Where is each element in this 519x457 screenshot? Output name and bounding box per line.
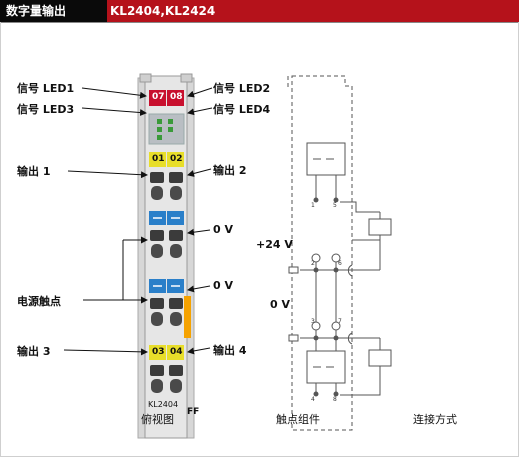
svg-text:7: 7 <box>338 318 342 325</box>
svg-text:6: 6 <box>338 260 342 267</box>
label-signal-led4: 信号 LED4 <box>213 103 271 116</box>
clamp-2b <box>170 244 182 258</box>
slot-2a <box>150 230 164 241</box>
terminal-6 <box>331 253 341 263</box>
terminal-module <box>137 73 195 439</box>
status-led-4 <box>168 127 173 132</box>
leader-lines <box>63 87 213 356</box>
out-label-03 <box>149 345 166 360</box>
left-border <box>0 22 1 457</box>
label-output-3: 输出 3 <box>17 345 51 358</box>
slot-2b <box>169 230 183 241</box>
terminal-3 <box>311 321 321 331</box>
power-contact-top <box>288 266 299 274</box>
clamp-1b <box>170 186 182 200</box>
load-bottom <box>368 349 392 367</box>
status-led-5 <box>157 135 162 140</box>
label-zero-v-b: 0 V <box>213 279 233 292</box>
label-output-2: 输出 2 <box>213 164 247 177</box>
svg-text:8: 8 <box>333 396 337 403</box>
out-label-04 <box>167 345 184 360</box>
caption-connection: 连接方式 <box>413 413 457 426</box>
leader-led2 <box>187 87 213 98</box>
led-8 <box>167 90 184 106</box>
caption-front-view: 俯视图 <box>141 413 174 426</box>
status-window <box>148 113 185 145</box>
label-zero-v-a: 0 V <box>213 223 233 236</box>
svg-text:5: 5 <box>333 202 337 209</box>
slot-3a <box>150 298 164 309</box>
leader-led3 <box>81 107 147 117</box>
clamp-4a <box>151 379 163 393</box>
out-label-01 <box>149 152 166 167</box>
slot-3b <box>169 298 183 309</box>
terminal-numbers: 1 5 2 6 3 7 4 8 <box>311 202 342 403</box>
leader-out3 <box>63 348 148 356</box>
clamp-3a <box>151 312 163 326</box>
status-led-3 <box>157 127 162 132</box>
out-label-02 <box>167 152 184 167</box>
label-signal-led1: 信号 LED1 <box>17 82 75 95</box>
orange-power-tab <box>184 296 191 338</box>
label-output-4: 输出 4 <box>213 344 247 357</box>
slot-4a <box>150 365 164 376</box>
label-zero-v-c: 0 V <box>270 298 290 311</box>
leader-out2 <box>187 168 212 177</box>
slot-4b <box>169 365 183 376</box>
label-output-1: 输出 1 <box>17 165 51 178</box>
led-label-08: 08 <box>170 92 183 102</box>
label-power-contacts: 电源触点 <box>17 295 61 308</box>
label-signal-led2: 信号 LED2 <box>213 82 271 95</box>
leader-led4 <box>187 107 213 116</box>
contact-assembly <box>287 75 392 431</box>
header-title-left: 数字量输出 <box>0 0 107 22</box>
module-notch-right <box>180 73 193 83</box>
status-led-1 <box>157 119 162 124</box>
slot-1a <box>150 172 164 183</box>
header-title-right: KL2404,KL2424 <box>107 0 519 22</box>
out-label-text-03: 03 <box>152 347 165 357</box>
label-signal-led3: 信号 LED3 <box>17 103 75 116</box>
leader-out1 <box>67 170 148 179</box>
module-notch-left <box>139 73 152 83</box>
clamp-3b <box>170 312 182 326</box>
svg-text:4: 4 <box>311 396 315 403</box>
leader-0v-a <box>187 228 211 236</box>
power-contact-bottom <box>288 334 299 342</box>
out-label-text-04: 04 <box>170 347 183 357</box>
led-label-07: 07 <box>152 92 165 102</box>
svg-text:3: 3 <box>311 318 315 325</box>
header-divider <box>0 22 519 23</box>
leader-out4 <box>187 347 211 355</box>
assembly-outline <box>291 75 353 431</box>
clamp-2a <box>151 244 163 258</box>
status-led-2 <box>168 119 173 124</box>
label-plus-24v: +24 V <box>256 238 293 251</box>
svg-text:1: 1 <box>311 202 315 209</box>
slot-1b <box>169 172 183 183</box>
module-model: KL2404 <box>148 400 179 409</box>
out-label-text-02: 02 <box>170 154 183 164</box>
leader-0v-b <box>187 285 211 293</box>
svg-text:2: 2 <box>311 260 315 267</box>
leader-led1 <box>81 87 147 99</box>
led-7 <box>149 90 166 106</box>
out-label-text-01: 01 <box>152 154 165 164</box>
load-top <box>368 218 392 236</box>
terminal-2 <box>311 253 321 263</box>
caption-contact-assembly: 触点组件 <box>276 413 320 426</box>
terminal-7 <box>331 321 341 331</box>
module-corner-text: FF <box>187 407 200 417</box>
clamp-4b <box>170 379 182 393</box>
clamp-1a <box>151 186 163 200</box>
